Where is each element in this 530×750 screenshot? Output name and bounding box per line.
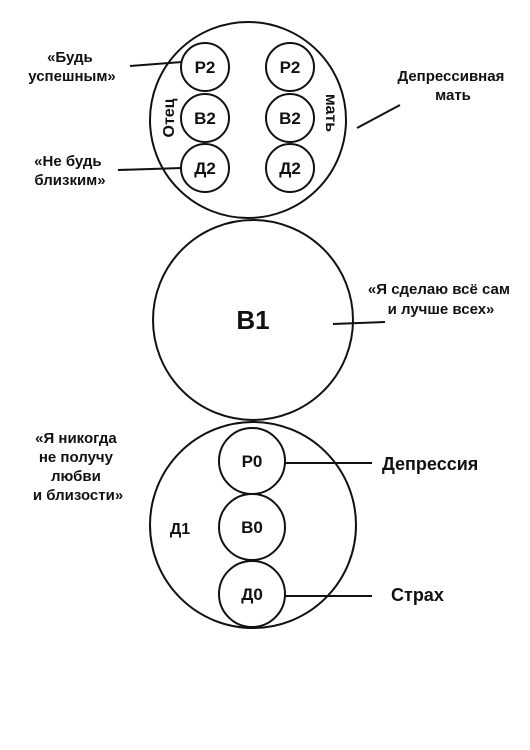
mother-p2-circle bbox=[265, 42, 315, 92]
depressive-mother-note: Депрессивная мать bbox=[397, 68, 508, 104]
do-it-myself-note: «Я сделаю всё сам и лучше всех» bbox=[368, 281, 514, 318]
mother-c2-label: Д2 bbox=[279, 159, 301, 178]
adult-label: В1 bbox=[236, 305, 269, 335]
father-p2-circle bbox=[180, 42, 230, 92]
child-c0-label: Д0 bbox=[241, 585, 263, 604]
child-c0-circle bbox=[218, 560, 286, 628]
father-c2-label: Д2 bbox=[194, 159, 216, 178]
dont-be-close-note: «Не будь близким» bbox=[34, 153, 106, 189]
dont-be-close-pointer bbox=[117, 167, 183, 171]
father-label: Отец bbox=[161, 98, 178, 137]
child-p0-label: Р0 bbox=[242, 452, 263, 471]
fear-label: Страх bbox=[391, 585, 444, 605]
mother-a2-label: В2 bbox=[279, 109, 301, 128]
mother-p2-label: Р2 bbox=[280, 58, 301, 77]
never-love-note: «Я никогда не получу любви и близости» bbox=[33, 430, 123, 504]
mother-label: мать bbox=[322, 94, 339, 132]
father-a2-label: В2 bbox=[194, 109, 216, 128]
father-p2-label: Р2 bbox=[195, 58, 216, 77]
do-it-myself-pointer bbox=[332, 321, 386, 325]
parent-circle bbox=[149, 21, 347, 219]
mother-c2-circle bbox=[265, 143, 315, 193]
child-side-label: Д1 bbox=[170, 521, 190, 538]
be-successful-pointer bbox=[129, 61, 183, 67]
father-a2-circle bbox=[180, 93, 230, 143]
be-successful-note: «Будь успешным» bbox=[28, 49, 116, 85]
depressive-mother-pointer bbox=[356, 104, 401, 129]
adult-circle bbox=[152, 219, 354, 421]
depression-label: Депрессия bbox=[382, 454, 478, 474]
child-a0-label: В0 bbox=[241, 518, 263, 537]
mother-a2-circle bbox=[265, 93, 315, 143]
